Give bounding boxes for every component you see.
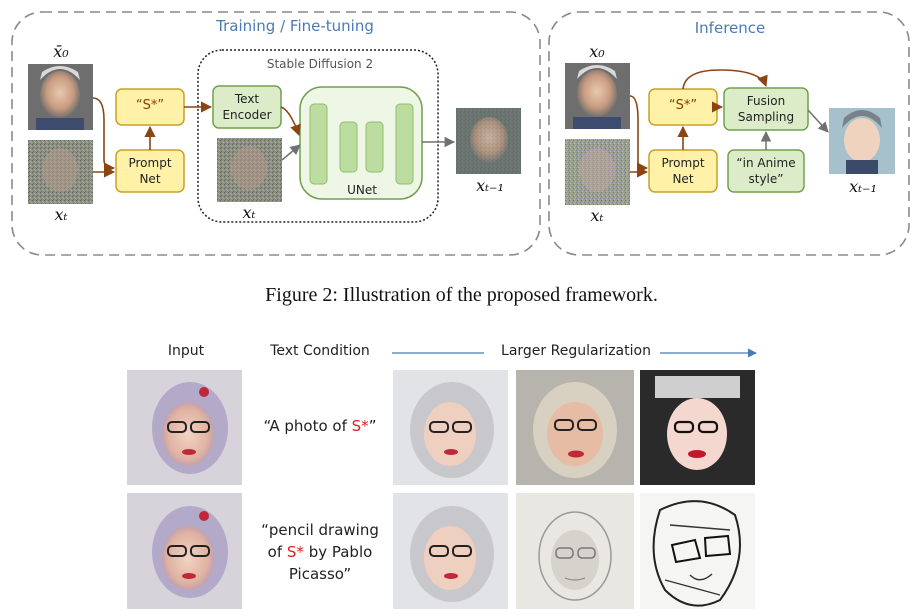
inference-section-title: Inference [694,19,766,37]
row1-output-2-image [516,370,634,485]
row2-line3: Picasso” [288,565,352,583]
arrow-x0-to-promptnet-inf [629,95,649,174]
framework-diagram [11,11,910,256]
prompt-net-inf-line2: Net [672,172,694,186]
anime-line1: “in Anime [736,156,796,170]
figure-caption: Figure 2: Illustration of the proposed f… [265,284,658,306]
xt-label-sd: xₜ [242,203,256,222]
anime-output-face-image [829,108,895,174]
unet-layer-2 [339,121,358,173]
xt-noisy-face-image [28,140,93,204]
row2-line2: of S* by Pablo [245,541,395,563]
prompt-net-label: Prompt Net [116,155,184,187]
anime-style-label: “in Anime style” [728,155,804,187]
fusion-sampling-box [723,87,809,131]
column-header-larger-regularization: Larger Regularization [501,343,651,359]
row1-text-condition: “A photo of S*” [245,415,395,437]
xt-noisy-face-image-sd [217,138,282,202]
text-encoder-line1: Text [234,92,260,106]
row1-token: S* [351,417,369,435]
row1-quote-after: ” [368,417,377,435]
prompt-net-inf-line1: Prompt [661,156,705,170]
row2-input-image [127,493,242,609]
inference-section-box [548,11,910,256]
prompt-net-line1: Prompt [128,156,172,170]
training-section-box [11,11,541,256]
unet-layer-3 [365,121,384,173]
arrow-xt-to-unet [281,144,301,161]
unet-layer-4 [395,103,414,185]
training-section-title: Training / Fine-tuning [216,17,374,35]
row1-output-3-image [640,370,755,485]
stable-diffusion-label: Stable Diffusion 2 [266,57,374,71]
row2-token: S* [286,543,304,561]
row2-line2-pre: of [267,543,287,561]
fusion-sampling-label: Fusion Sampling [724,93,808,125]
row2-output-3-image [640,493,755,609]
xt-inference-noisy-image [565,139,630,205]
x0-clean-face-image [28,64,93,130]
row2-output-1-image [393,493,508,609]
anime-line2: style” [748,172,784,186]
prompt-net-line2: Net [139,172,161,186]
stable-diffusion-box [197,49,439,223]
row2-line2-post: by Pablo [303,543,373,561]
arrow-x0-to-fusion-curve [682,69,768,90]
row2-line1: “pencil drawing [261,521,379,539]
s-star-token-label: “S*” [135,98,165,113]
text-encoder-line2: Encoder [222,108,272,122]
column-header-input: Input [167,343,205,359]
arrow-x0-to-promptnet [92,97,116,174]
xt-label-inference: xₜ [590,206,604,225]
x0-label-inference: x₀ [589,42,605,61]
s-star-token-label-inference: “S*” [668,98,698,113]
unet-label: UNet [347,183,377,197]
row2-text-condition: “pencil drawing of S* by Pablo Picasso” [245,519,395,585]
row1-input-image [127,370,242,485]
xt-label: xₜ [54,205,68,224]
unet-box [299,86,423,200]
arrow-encoder-to-unet [280,106,301,137]
arrow-fusion-to-output [807,109,829,133]
fusion-line1: Fusion [746,94,786,108]
row2-output-2-image [516,493,634,609]
results-grid [127,348,757,609]
unet-layer-1 [309,103,328,185]
x0-bar-label: x̄₀ [53,42,69,61]
fusion-line2: Sampling [737,110,795,124]
xt1-label-inference: xₜ₋₁ [849,177,877,196]
xt1-label: xₜ₋₁ [476,176,504,195]
x0-inference-face-image [565,63,630,129]
text-encoder-label: Text Encoder [213,91,281,123]
row1-quote-before: “A photo of [263,417,352,435]
xt1-output-face-image [456,108,521,174]
column-header-text-condition: Text Condition [270,343,370,359]
prompt-net-label-inference: Prompt Net [649,155,717,187]
row1-output-1-image [393,370,508,485]
